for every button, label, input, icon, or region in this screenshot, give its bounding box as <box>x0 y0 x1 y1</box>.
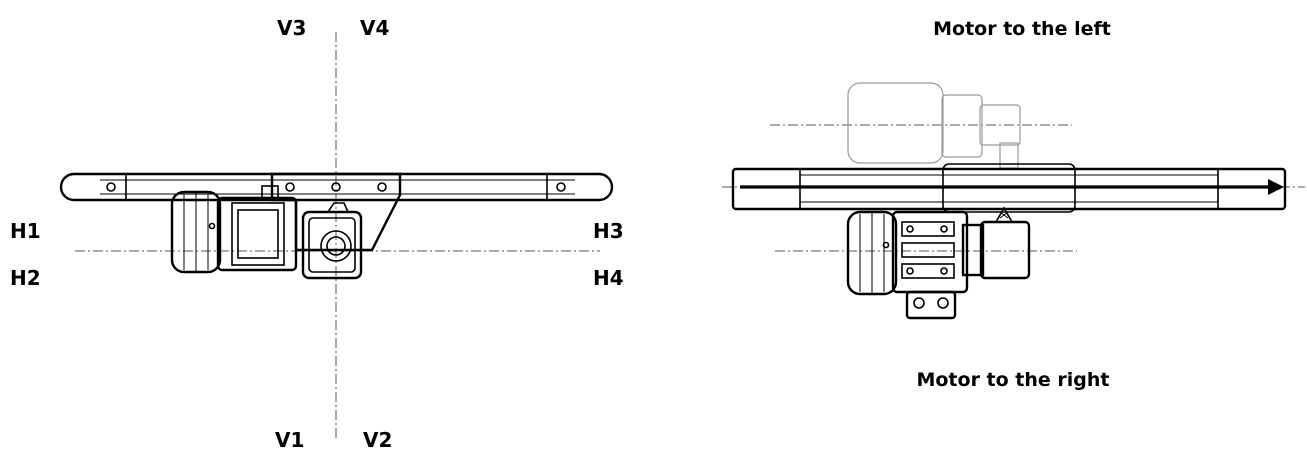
caption-motor-right: Motor to the right <box>916 369 1110 391</box>
label-v3: V3 <box>277 16 307 40</box>
bracket-plate <box>270 172 402 252</box>
label-h1: H1 <box>10 219 41 243</box>
label-h2: H2 <box>10 266 41 290</box>
label-v2: V2 <box>363 428 393 452</box>
label-h3: H3 <box>593 219 624 243</box>
caption-motor-left: Motor to the left <box>933 18 1111 40</box>
ghost-motor-top <box>847 82 1021 169</box>
motor-bottom <box>846 206 1031 320</box>
direction-arrow <box>740 179 1284 195</box>
label-h4: H4 <box>593 266 624 290</box>
label-v1: V1 <box>275 428 305 452</box>
label-v4: V4 <box>360 16 390 40</box>
motor-body <box>170 185 298 274</box>
gearbox <box>301 202 363 280</box>
